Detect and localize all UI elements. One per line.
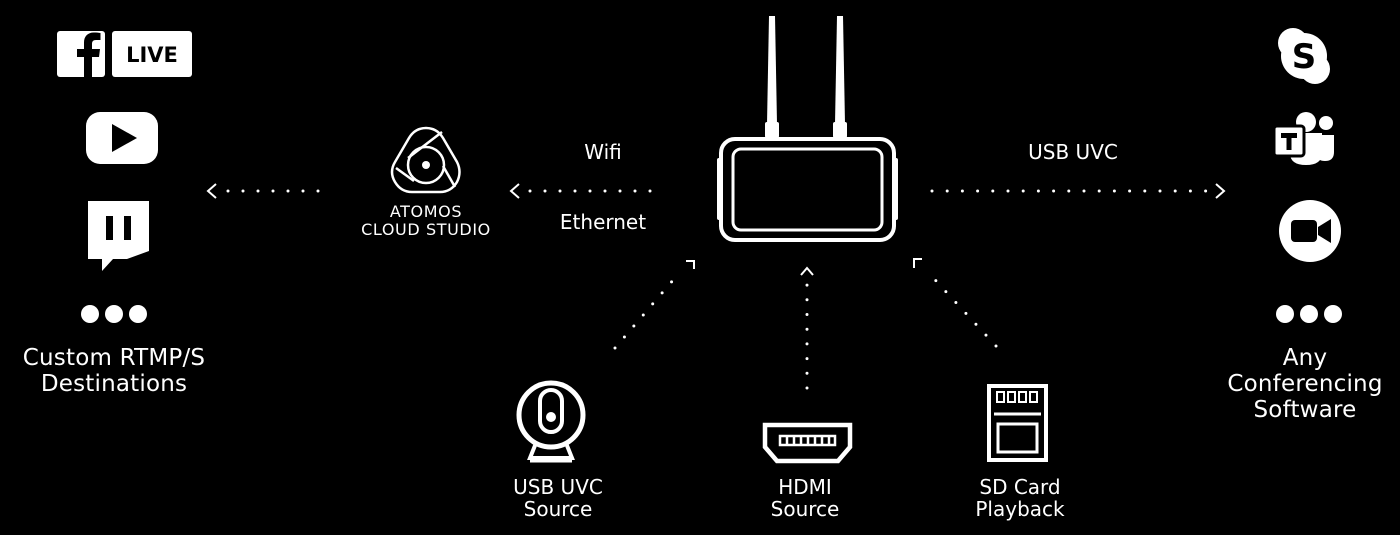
cloud-studio-label-line1: ATOMOS bbox=[389, 202, 463, 221]
twitch-icon bbox=[88, 201, 149, 271]
device-to-cloud-link bbox=[509, 183, 667, 199]
conferencing-label-line1: Any bbox=[1282, 345, 1328, 371]
usb-uvc-link-label: USB UVC bbox=[1028, 140, 1118, 164]
cloud-to-destinations-link bbox=[206, 183, 332, 199]
usb-uvc-source-line1: USB UVC bbox=[513, 475, 603, 499]
hdmi-source-line1: HDMI bbox=[778, 475, 832, 499]
destinations-label-line2: Destinations bbox=[40, 370, 188, 397]
more-dots-icon bbox=[1276, 305, 1342, 323]
webcam-icon bbox=[516, 380, 586, 463]
atomos-connect-device-icon bbox=[717, 16, 898, 242]
zoom-icon bbox=[1279, 200, 1341, 262]
device-to-conferencing-link bbox=[930, 183, 1226, 199]
sd-card-line2: Playback bbox=[975, 497, 1065, 522]
hdmi-port-icon bbox=[762, 422, 853, 464]
svg-text:S: S bbox=[1292, 37, 1317, 77]
usb-uvc-source-line2: Source bbox=[523, 497, 593, 522]
hdmi-to-device-link bbox=[800, 266, 814, 390]
conferencing-label-line2: Conferencing bbox=[1227, 370, 1383, 397]
hdmi-source-line2: Source bbox=[770, 497, 840, 522]
conferencing-label: Any Conferencing Software bbox=[1210, 345, 1400, 423]
sd-card-label: SD Card Playback bbox=[940, 476, 1100, 521]
cloud-studio-label-line2: CLOUD STUDIO bbox=[361, 219, 491, 239]
wifi-label: Wifi bbox=[584, 140, 622, 164]
sd-card-icon bbox=[987, 384, 1048, 462]
youtube-icon bbox=[86, 112, 158, 164]
facebook-live-icon: LIVE bbox=[57, 31, 192, 77]
ethernet-label: Ethernet bbox=[559, 210, 647, 234]
cloud-studio-label: ATOMOS CLOUD STUDIO bbox=[334, 203, 518, 239]
sdcard-to-device-link bbox=[913, 258, 998, 348]
destinations-label-line1: Custom RTMP/S bbox=[22, 345, 206, 371]
skype-icon: S bbox=[1278, 28, 1330, 84]
hdmi-source-label: HDMI Source bbox=[725, 476, 885, 521]
destinations-label: Custom RTMP/S Destinations bbox=[0, 345, 228, 398]
more-dots-icon bbox=[81, 305, 147, 323]
usb-uvc-source-label: USB UVC Source bbox=[478, 476, 638, 521]
atomos-logo-icon bbox=[390, 126, 461, 194]
teams-icon bbox=[1272, 112, 1334, 165]
webcam-to-device-link bbox=[613, 260, 695, 350]
sd-card-line1: SD Card bbox=[979, 475, 1061, 499]
conferencing-label-line3: Software bbox=[1253, 396, 1357, 423]
facebook-live-badge: LIVE bbox=[126, 43, 178, 67]
